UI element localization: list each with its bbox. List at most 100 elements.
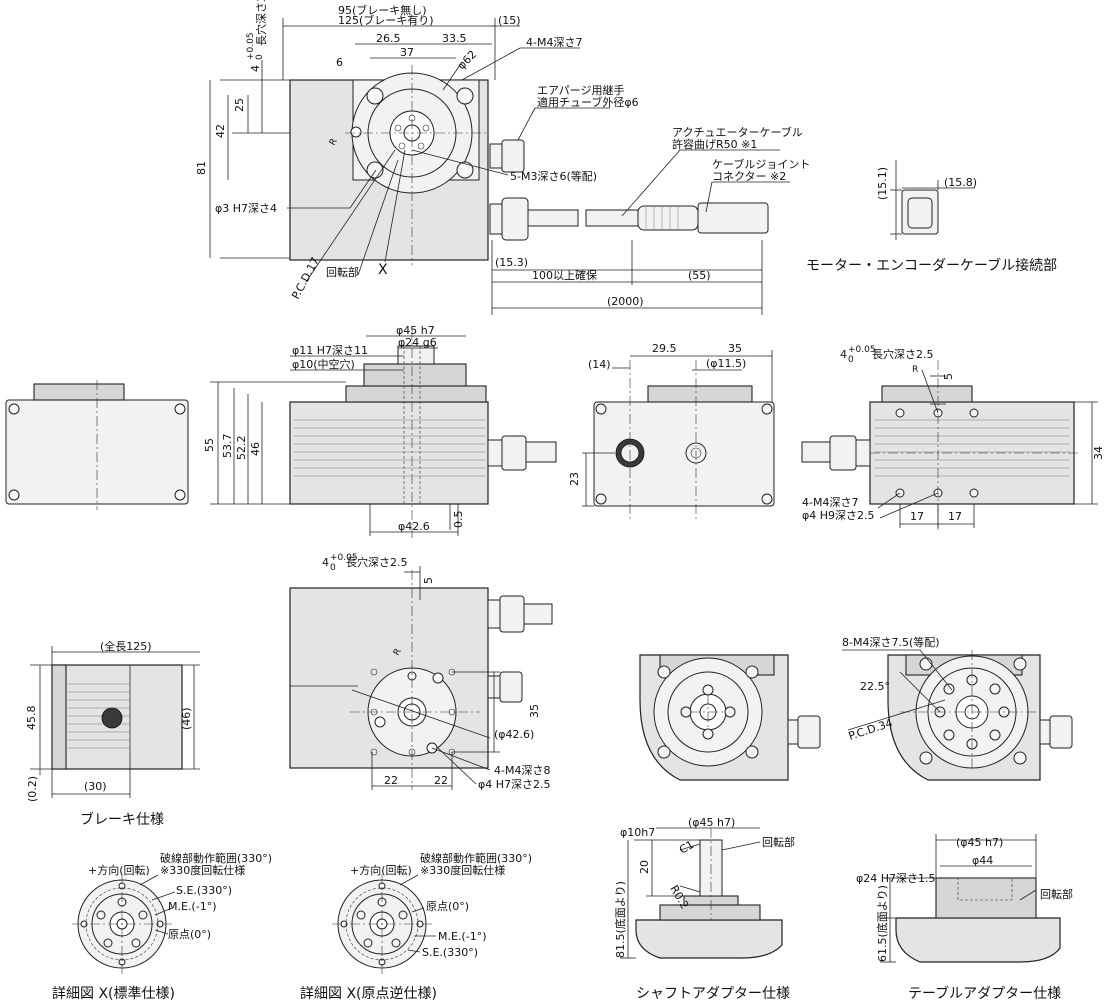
end-view-left bbox=[5, 380, 189, 510]
caption-motor-connection: モーター・エンコーダーケーブル接続部 bbox=[806, 257, 1057, 274]
slot-depth-base: 長穴深さ2.5 bbox=[346, 555, 408, 569]
table-rot: 回転部 bbox=[1040, 887, 1073, 901]
slot-tol0-bottom: 0 bbox=[848, 355, 854, 365]
shaft-81-5: 81.5(底面より) bbox=[613, 881, 627, 958]
slot-width-bottom: 4 bbox=[840, 348, 847, 361]
dim-phi45-h7: φ45 h7 bbox=[396, 324, 435, 337]
side-view: φ45 h7 φ24 g6 φ11 H7深さ11 φ10(中空穴) 55 53.… bbox=[203, 324, 557, 540]
label-x: X bbox=[378, 262, 388, 278]
slot-tol0-base: 0 bbox=[330, 563, 336, 573]
detail-x-standard: +方向(回転) 破線部動作範囲(330°) ※330度回転仕様 S.E.(330… bbox=[52, 851, 272, 1002]
dim-46-side: 46 bbox=[249, 442, 262, 456]
shaft-phi10: φ10h7 bbox=[620, 826, 655, 839]
dim-phi42-6: φ42.6 bbox=[398, 520, 430, 533]
side-flange bbox=[345, 385, 487, 403]
dim-15-3: (15.3) bbox=[495, 256, 528, 269]
slot-tolerance-zero: 0 bbox=[255, 54, 265, 60]
dim-33-5: 33.5 bbox=[442, 32, 467, 45]
label-m4-depth7: 4-M4深さ7 bbox=[526, 36, 582, 49]
dim-35-base: 35 bbox=[528, 704, 541, 718]
caption-table: テーブルアダプター仕様 bbox=[908, 985, 1061, 1002]
rev-direction: +方向(回転) bbox=[350, 863, 412, 877]
cable-joint-rib bbox=[637, 205, 699, 231]
dim-phi24-g6: φ24 g6 bbox=[398, 336, 437, 349]
rev-se: S.E.(330°) bbox=[422, 946, 478, 959]
slot-depth-bottom: 長穴深さ2.5 bbox=[872, 347, 934, 361]
top-screw-2 bbox=[456, 87, 474, 105]
side-body bbox=[289, 401, 489, 505]
label-r: R bbox=[328, 137, 340, 147]
label-r-base: R bbox=[392, 647, 404, 657]
label-phi3: φ3 H7深さ4 bbox=[215, 202, 277, 215]
caption-brake: ブレーキ仕様 bbox=[80, 811, 164, 828]
label-22-5deg: 22.5° bbox=[860, 680, 890, 693]
dim-5-base: 5 bbox=[422, 577, 435, 584]
label-m3: 5-M3深さ6(等配) bbox=[510, 169, 597, 183]
slot-tolerance: +0.05 bbox=[246, 32, 256, 60]
dim-phi10: φ10(中空穴) bbox=[292, 357, 355, 371]
caption-detail-std: 詳細図 X(標準仕様) bbox=[52, 986, 175, 1002]
label-phi4-h7: φ4 H7深さ2.5 bbox=[478, 778, 551, 791]
dim-17a: 17 bbox=[910, 510, 924, 523]
slot-depth: 長穴深さ3 bbox=[254, 0, 268, 46]
dim-125: 125(ブレーキ有り) bbox=[338, 13, 434, 27]
dim-26-5: 26.5 bbox=[376, 32, 401, 45]
dim-45-8: 45.8 bbox=[25, 706, 38, 731]
label-tube-diameter: 適用チューブ外径φ6 bbox=[537, 95, 639, 109]
dim-23: 23 bbox=[568, 472, 581, 486]
slot-width-base: 4 bbox=[322, 556, 329, 569]
dim-35-rear: 35 bbox=[728, 342, 742, 355]
label-rotating-part: 回転部 bbox=[326, 265, 359, 279]
cable-joint-connector bbox=[697, 202, 769, 234]
dim-34: 34 bbox=[1092, 446, 1105, 460]
label-phi4-h9: φ4 H9深さ2.5 bbox=[802, 509, 875, 522]
brake-port bbox=[101, 707, 123, 729]
dim-42: 42 bbox=[214, 124, 227, 138]
dim-46-brake: (46) bbox=[180, 707, 193, 730]
table-61-5: 61.5(底面より) bbox=[875, 885, 889, 962]
dim-17b: 17 bbox=[948, 510, 962, 523]
std-se: S.E.(330°) bbox=[176, 884, 232, 897]
side-rotor bbox=[363, 363, 467, 387]
std-range: 破線部動作範囲(330°) bbox=[160, 851, 272, 865]
table-adapter-side: (φ45 h7) φ44 φ24 H7深さ1.5 回転部 61.5(底面より) … bbox=[856, 834, 1073, 1002]
air-fitting-base bbox=[489, 143, 503, 169]
base-view: 4 +0.05 0 長穴深さ2.5 5 R 35 (φ42.6) 22 22 4… bbox=[289, 553, 553, 791]
dim-81: 81 bbox=[195, 161, 208, 175]
dim-52-2: 52.2 bbox=[235, 436, 248, 461]
label-r-bottom: R bbox=[912, 365, 918, 375]
top-pin-hole bbox=[350, 126, 362, 138]
label-joint-connector: コネクター ※2 bbox=[712, 170, 786, 183]
dim-37: 37 bbox=[400, 46, 414, 59]
dim-53-7: 53.7 bbox=[221, 434, 234, 459]
dim-5-bottom: 5 bbox=[942, 373, 955, 380]
label-m4-bottom: 4-M4深さ7 bbox=[802, 496, 858, 509]
shaft-phi45: (φ45 h7) bbox=[688, 816, 735, 829]
bottom-side-view: 4 +0.05 0 長穴深さ2.5 5 R 34 4-M4深さ7 φ4 H9深さ… bbox=[801, 345, 1105, 530]
dim-55: (55) bbox=[688, 269, 711, 282]
table-phi45: (φ45 h7) bbox=[956, 836, 1003, 849]
label-pcd17: P.C.D.17 bbox=[289, 255, 322, 301]
dim-22b: 22 bbox=[434, 774, 448, 787]
rev-range: 破線部動作範囲(330°) bbox=[420, 851, 532, 865]
std-origin: 原点(0°) bbox=[168, 928, 211, 941]
air-fitting bbox=[501, 139, 525, 173]
cable-gland-base bbox=[489, 203, 503, 235]
dim-14: (14) bbox=[588, 358, 611, 371]
dim-95: 95(ブレーキ無し) bbox=[338, 3, 427, 17]
table-side-base bbox=[895, 917, 1061, 963]
label-m4-8: 8-M4深さ7.5(等配) bbox=[842, 635, 940, 649]
shaft-c1: C1 bbox=[677, 838, 696, 857]
dim-0-5: 0.5 bbox=[452, 511, 465, 529]
std-direction: +方向(回転) bbox=[88, 863, 150, 877]
top-screw-4 bbox=[456, 161, 474, 179]
cable-1 bbox=[527, 209, 579, 227]
dim-2000: (2000) bbox=[607, 295, 644, 308]
table-adapter-top: 8-M4深さ7.5(等配) 22.5° P.C.D.34 bbox=[842, 635, 1073, 781]
label-actuator-cable: アクチュエーターケーブル bbox=[672, 125, 803, 139]
top-screw-1 bbox=[366, 87, 384, 105]
shaft-adapter-side: φ10h7 (φ45 h7) C1 20 R0.2 81.5(底面より) 回転部… bbox=[613, 816, 795, 1002]
dim-total-125: (全長125) bbox=[100, 639, 152, 653]
dim-15-1: (15.1) bbox=[876, 167, 889, 200]
